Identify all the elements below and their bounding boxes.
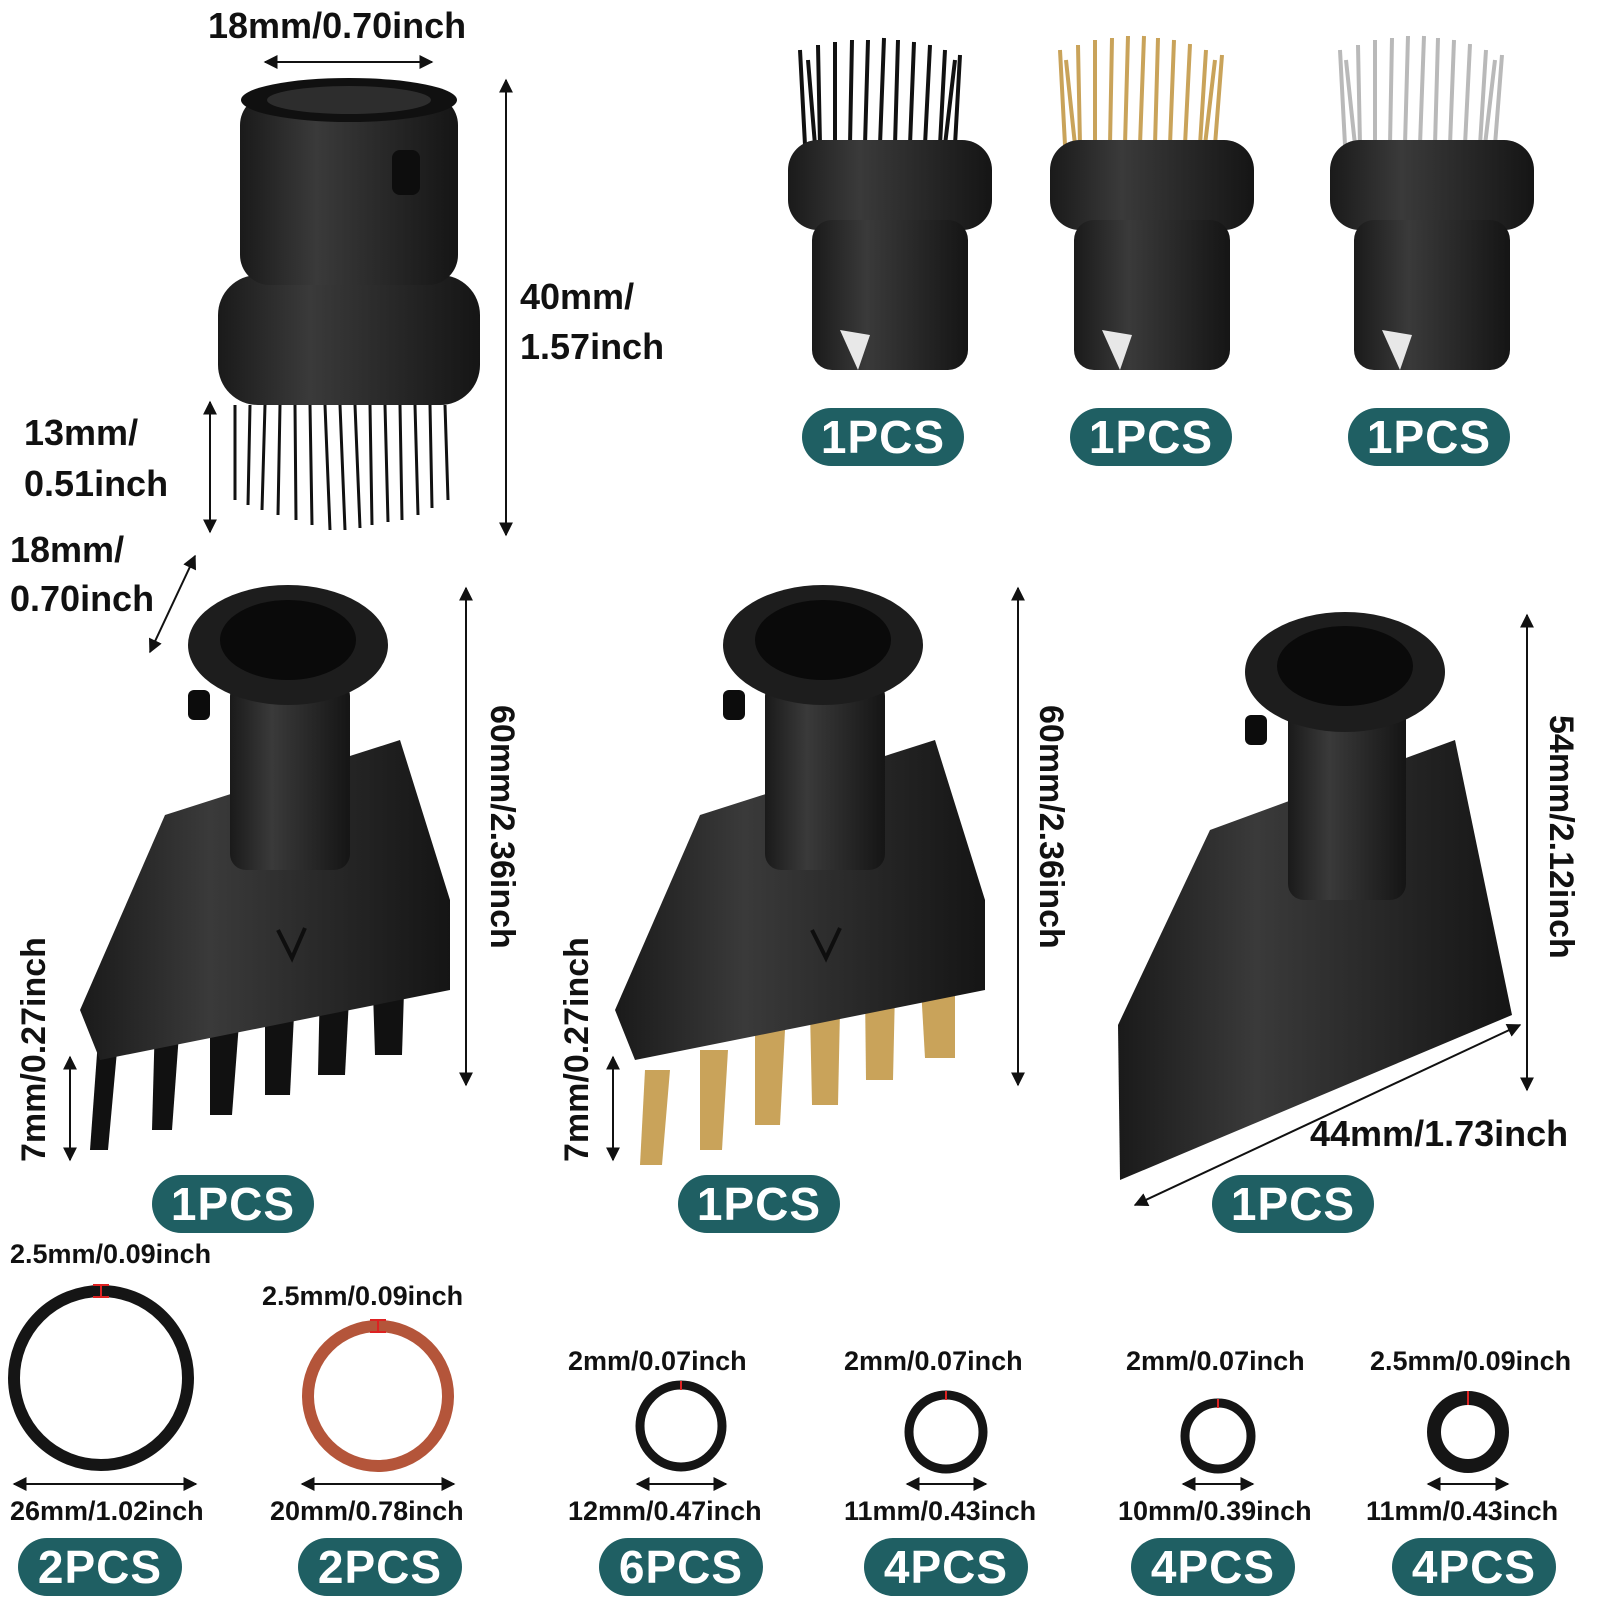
oring-1 bbox=[8, 1284, 194, 1471]
qty-badge: 4PCS bbox=[864, 1538, 1028, 1596]
flat-brush-brass bbox=[615, 585, 985, 1165]
oring-thickness-label: 2.5mm/0.09inch bbox=[262, 1281, 464, 1311]
oring-diameter-label: 10mm/0.39inch bbox=[1118, 1496, 1312, 1526]
oring-diameter-label: 20mm/0.78inch bbox=[270, 1496, 464, 1526]
round-brush-height-line1: 40mm/ bbox=[520, 276, 635, 317]
round-brush-bristle-line2: 0.51inch bbox=[24, 463, 169, 504]
round-brush-height-line2: 1.57inch bbox=[520, 326, 665, 367]
qty-badge: 1PCS bbox=[1212, 1175, 1374, 1233]
oring-thickness-label: 2.5mm/0.09inch bbox=[10, 1239, 212, 1269]
round-brush-large bbox=[218, 78, 480, 531]
qty-badge: 1PCS bbox=[678, 1175, 840, 1233]
flat-brush-side-line1: 18mm/ bbox=[10, 529, 125, 570]
qty-badge: 6PCS bbox=[599, 1538, 763, 1596]
qty-badge: 1PCS bbox=[152, 1175, 314, 1233]
qty-badge: 2PCS bbox=[298, 1538, 462, 1596]
dim-arrow-side bbox=[149, 554, 196, 654]
qty-badge: 1PCS bbox=[802, 408, 964, 466]
oring-4 bbox=[904, 1390, 988, 1474]
small-brush-steel bbox=[1330, 35, 1534, 370]
oring-thickness-label: 2.5mm/0.09inch bbox=[1370, 1346, 1572, 1376]
round-brush-bristle-line1: 13mm/ bbox=[24, 412, 139, 453]
flat-brush-side-line2: 0.70inch bbox=[10, 578, 155, 619]
qty-badge: 1PCS bbox=[1348, 408, 1510, 466]
qty-badge: 1PCS bbox=[1070, 408, 1232, 466]
scraper-height-label: 54mm/2.12inch bbox=[1542, 715, 1580, 959]
scraper-tool bbox=[1118, 612, 1512, 1180]
brush-neck bbox=[240, 95, 458, 285]
brass-brush-height-label: 60mm/2.36inch bbox=[1032, 705, 1070, 949]
small-brush-nylon bbox=[788, 37, 992, 370]
flat-brush-nylon bbox=[80, 585, 450, 1150]
oring-5 bbox=[1180, 1398, 1256, 1474]
small-brush-brass bbox=[1050, 35, 1254, 370]
scraper-width-label: 44mm/1.73inch bbox=[1310, 1113, 1569, 1154]
qty-badge: 4PCS bbox=[1131, 1538, 1295, 1596]
dim-arrow-scraper-width bbox=[1133, 1023, 1522, 1207]
nylon-brush-bristle-label: 7mm/0.27inch bbox=[15, 937, 53, 1162]
oring-diameter-label: 11mm/0.43inch bbox=[844, 1496, 1037, 1526]
nylon-brush-height-label: 60mm/2.36inch bbox=[483, 705, 521, 949]
oring-3 bbox=[635, 1380, 727, 1472]
oring-2 bbox=[302, 1319, 454, 1472]
qty-badge: 4PCS bbox=[1392, 1538, 1556, 1596]
oring-6 bbox=[1427, 1391, 1509, 1473]
qty-badge: 2PCS bbox=[18, 1538, 182, 1596]
round-brush-top-width-label: 18mm/0.70inch bbox=[208, 5, 467, 46]
oring-diameter-label: 11mm/0.43inch bbox=[1366, 1496, 1559, 1526]
oring-thickness-label: 2mm/0.07inch bbox=[568, 1346, 747, 1376]
oring-diameter-label: 26mm/1.02inch bbox=[10, 1496, 204, 1526]
bristles-nylon bbox=[233, 404, 450, 531]
brush-collar bbox=[218, 275, 480, 405]
brass-brush-bristle-label: 7mm/0.27inch bbox=[558, 937, 596, 1162]
oring-thickness-label: 2mm/0.07inch bbox=[1126, 1346, 1305, 1376]
oring-diameter-label: 12mm/0.47inch bbox=[568, 1496, 762, 1526]
oring-thickness-label: 2mm/0.07inch bbox=[844, 1346, 1023, 1376]
